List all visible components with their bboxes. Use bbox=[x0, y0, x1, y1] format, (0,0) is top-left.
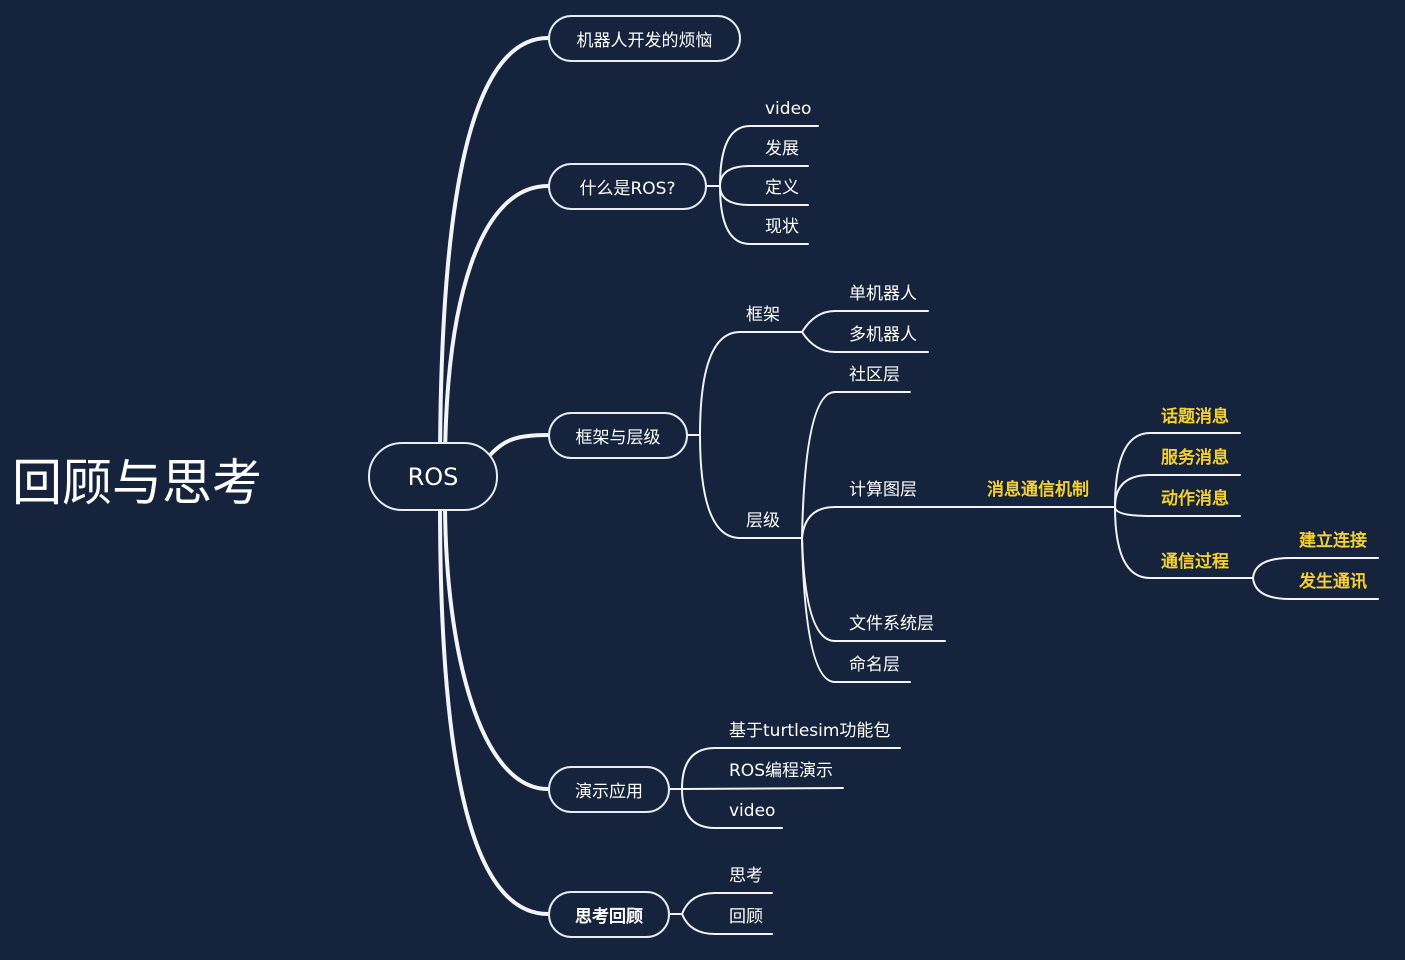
node-definition[interactable]: 定义 bbox=[765, 178, 799, 198]
node-multi-robot[interactable]: 多机器人 bbox=[849, 325, 917, 345]
node-status[interactable]: 现状 bbox=[765, 217, 799, 237]
node-demo-video[interactable]: video bbox=[729, 801, 776, 821]
root-node[interactable]: ROS bbox=[368, 442, 498, 511]
root-connectors bbox=[438, 36, 550, 916]
node-communication-process[interactable]: 通信过程 bbox=[1161, 552, 1229, 572]
node-computation-graph-layer[interactable]: 计算图层 bbox=[849, 480, 917, 500]
node-action-message[interactable]: 动作消息 bbox=[1161, 489, 1229, 509]
page-title: 回顾与思考 bbox=[12, 454, 262, 512]
node-video[interactable]: video bbox=[765, 99, 812, 119]
node-what-is-ros[interactable]: 什么是ROS? bbox=[548, 163, 707, 210]
node-message-mechanism[interactable]: 消息通信机制 bbox=[987, 480, 1089, 500]
node-think[interactable]: 思考 bbox=[729, 866, 763, 886]
node-start-communication[interactable]: 发生通讯 bbox=[1299, 572, 1367, 592]
node-review[interactable]: 回顾 bbox=[729, 907, 763, 927]
node-naming-layer[interactable]: 命名层 bbox=[849, 655, 900, 675]
node-topic-message[interactable]: 话题消息 bbox=[1161, 407, 1229, 427]
node-single-robot[interactable]: 单机器人 bbox=[849, 284, 917, 304]
node-robot-dev-troubles[interactable]: 机器人开发的烦恼 bbox=[548, 15, 741, 62]
node-reflection[interactable]: 思考回顾 bbox=[548, 891, 670, 938]
node-framework[interactable]: 框架 bbox=[746, 305, 780, 325]
node-filesystem-layer[interactable]: 文件系统层 bbox=[849, 614, 934, 634]
node-ros-programming-demo[interactable]: ROS编程演示 bbox=[729, 761, 833, 781]
node-service-message[interactable]: 服务消息 bbox=[1161, 448, 1229, 468]
node-development[interactable]: 发展 bbox=[765, 139, 799, 159]
node-demo-apps[interactable]: 演示应用 bbox=[548, 766, 670, 813]
node-establish-connection[interactable]: 建立连接 bbox=[1299, 531, 1367, 551]
node-layers[interactable]: 层级 bbox=[746, 511, 780, 531]
node-community-layer[interactable]: 社区层 bbox=[849, 365, 900, 385]
node-turtlesim-package[interactable]: 基于turtlesim功能包 bbox=[729, 721, 891, 741]
node-framework-and-layers[interactable]: 框架与层级 bbox=[548, 412, 688, 459]
